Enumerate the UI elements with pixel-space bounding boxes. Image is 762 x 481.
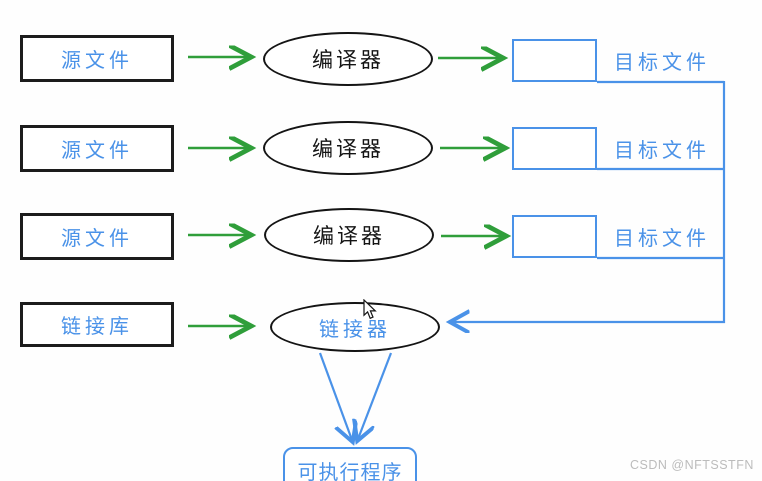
source-file-label-3: 源文件 (61, 228, 133, 250)
object-file-caption-2: 目标文件 (614, 139, 710, 162)
link-library-label: 链接库 (61, 316, 133, 338)
object-file-box-2 (512, 127, 597, 170)
link-library-box: 链接库 (20, 302, 174, 347)
source-file-box-1: 源文件 (20, 35, 174, 82)
watermark-text: CSDN @NFTSSTFN (630, 458, 754, 472)
linker-label: 链接器 (319, 318, 391, 341)
connector-objects-to-linker (452, 80, 726, 322)
compiler-ellipse-1: 编译器 (263, 32, 433, 86)
mouse-cursor-icon (363, 299, 377, 320)
executable-box: 可执行程序 (283, 447, 417, 481)
executable-label: 可执行程序 (297, 462, 403, 481)
object-file-box-3 (512, 215, 597, 258)
object-file-box-1 (512, 39, 597, 82)
object-file-caption-1: 目标文件 (614, 51, 710, 74)
source-file-box-2: 源文件 (20, 125, 174, 172)
compiler-label-2: 编译器 (312, 138, 384, 161)
source-file-label-1: 源文件 (61, 50, 133, 72)
source-file-box-3: 源文件 (20, 213, 174, 260)
arrow-linker-to-executable-right (358, 352, 393, 439)
arrow-linker-to-executable-left (318, 352, 352, 440)
compiler-label-1: 编译器 (312, 49, 384, 72)
compiler-ellipse-3: 编译器 (264, 208, 434, 262)
compiler-ellipse-2: 编译器 (263, 121, 433, 175)
source-file-label-2: 源文件 (61, 140, 133, 162)
linker-ellipse: 链接器 (270, 302, 440, 352)
compiler-label-3: 编译器 (313, 225, 385, 248)
object-file-caption-3: 目标文件 (614, 227, 710, 250)
